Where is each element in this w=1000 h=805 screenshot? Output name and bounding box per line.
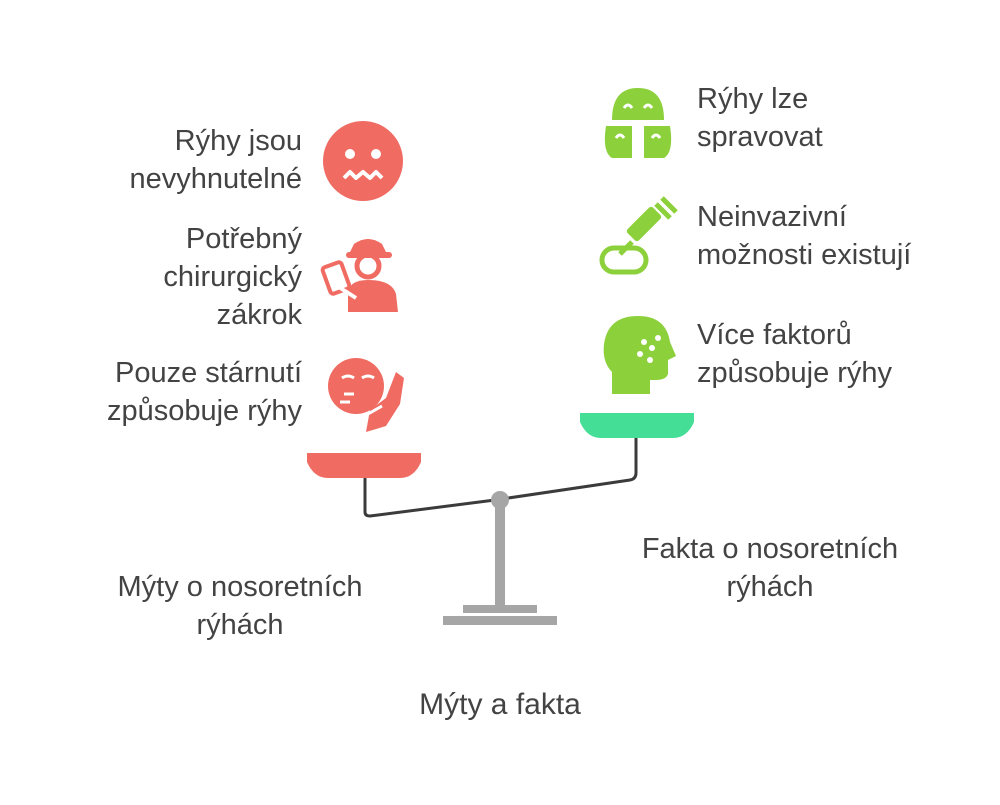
fact-item-3-line1: Více faktorů	[697, 319, 852, 351]
syringe-icon	[599, 196, 678, 275]
fact-item-1-label: Rýhy lze spravovat	[697, 80, 987, 156]
fact-item-1-line2: spravovat	[697, 121, 823, 153]
fact-item-2-label: Neinvazivní možnosti existují	[697, 198, 987, 274]
myth-item-3-line1: Pouze stárnutí	[115, 357, 302, 389]
myths-caption-line2: rýhách	[196, 609, 284, 641]
scale-pivot	[491, 491, 509, 509]
myth-item-1-line1: Rýhy jsou	[174, 125, 302, 157]
myths-caption-line1: Mýty o nosoretních	[117, 571, 363, 603]
myth-item-3-label: Pouze stárnutí způsobuje rýhy	[40, 354, 302, 430]
diagram-title: Mýty a fakta	[419, 688, 581, 721]
scale-pole	[495, 500, 505, 605]
fact-item-2-line1: Neinvazivní	[697, 201, 847, 233]
myth-item-2-line3: zákrok	[216, 299, 302, 331]
myth-item-2-line2: chirurgický	[163, 261, 302, 293]
myth-item-2-label: Potřebný chirurgický zákrok	[60, 220, 302, 334]
sad-face-icon	[323, 121, 403, 201]
aging-skin-icon	[328, 358, 404, 432]
scale-base-top	[463, 605, 537, 613]
myth-item-3-line2: způsobuje rýhy	[106, 395, 302, 427]
fact-item-3-label: Více faktorů způsobuje rýhy	[697, 316, 987, 392]
myths-caption: Mýty o nosoretních rýhách	[60, 568, 420, 644]
surgeon-icon	[320, 239, 398, 312]
head-profile-icon	[603, 316, 676, 394]
facts-pan	[580, 413, 694, 438]
myth-item-1-line2: nevyhnutelné	[129, 163, 302, 195]
fact-item-1-line1: Rýhy lze	[697, 83, 809, 115]
facts-caption-line2: rýhách	[726, 571, 814, 603]
fact-item-3-line2: způsobuje rýhy	[697, 357, 893, 389]
skin-care-icon	[604, 88, 672, 158]
fact-item-2-line2: možnosti existují	[697, 239, 912, 271]
myth-item-2-line1: Potřebný	[185, 223, 302, 255]
myth-item-1-label: Rýhy jsou nevyhnutelné	[60, 122, 302, 198]
facts-caption: Fakta o nosoretních rýhách	[590, 530, 950, 606]
scale-base	[443, 616, 557, 625]
myths-pan	[307, 453, 421, 478]
facts-caption-line1: Fakta o nosoretních	[641, 533, 899, 565]
